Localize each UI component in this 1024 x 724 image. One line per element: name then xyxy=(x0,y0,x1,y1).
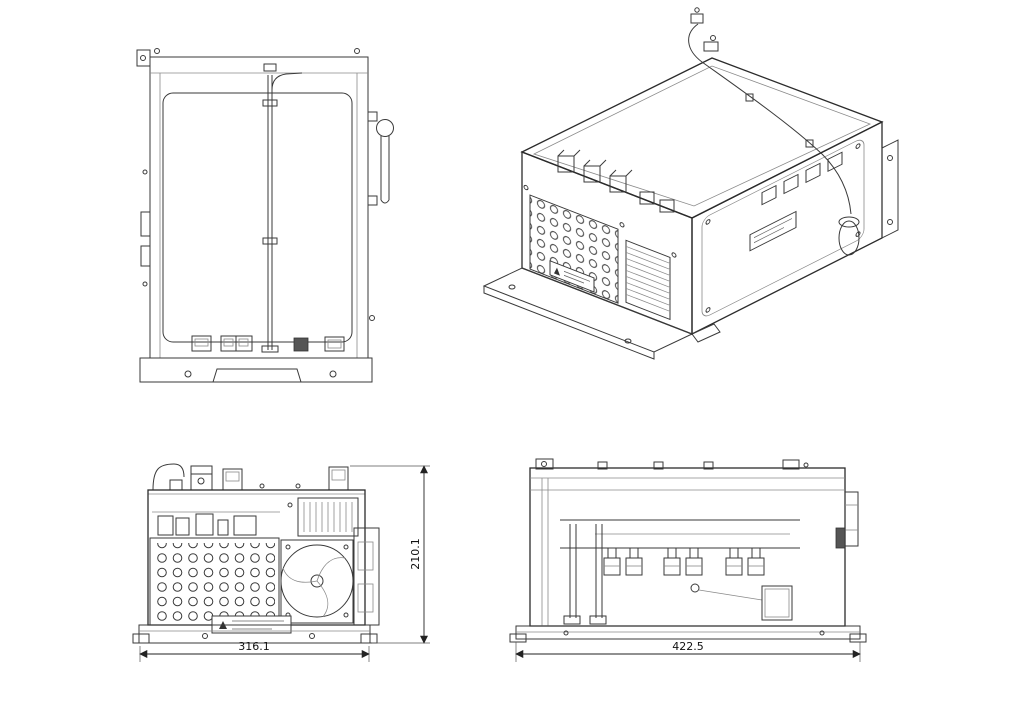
top-view xyxy=(136,48,394,383)
conduit-tube xyxy=(261,63,303,353)
screw-icon xyxy=(343,544,349,550)
tube-clamp xyxy=(262,237,278,245)
connector-block xyxy=(761,184,777,206)
cooling-fan xyxy=(280,539,354,624)
side-door-panel xyxy=(701,139,865,317)
screw-icon xyxy=(855,143,861,149)
base-plate xyxy=(139,357,373,383)
vent-grille xyxy=(625,239,671,321)
right-side-bracket xyxy=(353,527,380,626)
side-width-dimension: 422.5 xyxy=(515,640,861,662)
terminal-connectors xyxy=(603,548,765,576)
screw-icon xyxy=(705,307,711,313)
top-deck-components xyxy=(169,465,349,491)
cable-clamp xyxy=(745,93,754,102)
label-plate xyxy=(749,210,797,252)
top-view-body-outline xyxy=(149,56,369,359)
side-body-outline xyxy=(529,467,846,627)
warning-triangle-icon xyxy=(554,267,560,276)
front-height-dimension-text: 210.1 xyxy=(409,538,422,570)
connector-block xyxy=(805,162,821,184)
screw-icon xyxy=(563,630,569,636)
connector-block xyxy=(783,173,799,195)
screw-icon xyxy=(343,612,349,618)
upper-compartment xyxy=(152,497,359,537)
screw-icon xyxy=(295,483,301,489)
screw-icon xyxy=(694,7,700,13)
mounting-hole xyxy=(184,370,192,378)
screw-icon xyxy=(705,219,711,225)
mounting-hole xyxy=(887,155,893,161)
front-width-dimension: 316.1 xyxy=(139,640,370,662)
front-view: 316.1 210.1 xyxy=(132,463,430,662)
foot-flange xyxy=(509,633,527,643)
connector-row xyxy=(191,335,345,352)
connector-block xyxy=(293,337,309,352)
mounting-flange xyxy=(482,267,721,360)
screw-icon xyxy=(309,633,315,639)
side-base-plate xyxy=(509,625,867,643)
side-view: 422.5 xyxy=(509,458,867,662)
top-face-connectors xyxy=(557,149,675,213)
screw-icon xyxy=(285,544,291,550)
name-plate xyxy=(549,260,595,293)
screw-icon xyxy=(354,48,360,54)
iso-right-face-details xyxy=(701,139,865,317)
mounting-hole xyxy=(887,219,893,225)
mounting-tab xyxy=(136,49,151,67)
screw-icon xyxy=(140,55,146,61)
tube-fitting xyxy=(263,63,277,72)
foot-tab xyxy=(691,323,721,343)
rj45-port xyxy=(191,335,212,352)
foot-flange xyxy=(849,633,867,643)
heatsink xyxy=(297,497,359,537)
screw-icon xyxy=(202,633,208,639)
screw-icon xyxy=(619,222,625,228)
side-top-details xyxy=(535,458,809,470)
screw-icon xyxy=(710,35,716,41)
screw-icon xyxy=(369,315,375,321)
tube-clamp xyxy=(262,99,278,107)
apex-block xyxy=(703,41,719,52)
interior-frame xyxy=(560,519,800,625)
screw-icon xyxy=(523,184,529,191)
cylinder-component xyxy=(838,216,860,256)
access-door-panel xyxy=(162,92,353,343)
wire-handle xyxy=(152,463,185,491)
front-width-dimension-text: 316.1 xyxy=(238,640,270,653)
screw-icon xyxy=(154,48,160,54)
foot-flange xyxy=(132,633,150,644)
perforated-panel xyxy=(529,194,619,304)
top-cable xyxy=(688,7,852,215)
cable-clamp xyxy=(805,139,814,148)
isometric-view xyxy=(482,7,899,360)
foot-flange xyxy=(360,633,378,644)
screw-icon xyxy=(259,483,265,489)
lifting-hook xyxy=(367,111,394,206)
mounting-hole xyxy=(508,284,516,290)
cable-hook xyxy=(690,583,700,593)
iso-top-face xyxy=(520,57,884,219)
right-mounting-plate xyxy=(881,139,899,239)
tube-foot xyxy=(261,345,279,353)
cable-fitting xyxy=(690,13,704,24)
screw-icon xyxy=(671,252,677,258)
junction-box xyxy=(761,585,793,621)
front-base-plate xyxy=(132,624,378,644)
screw-icon xyxy=(819,630,825,636)
side-bracket xyxy=(140,169,151,287)
screw-icon xyxy=(287,502,293,508)
mounting-hole xyxy=(329,370,337,378)
connector-block xyxy=(827,151,843,173)
connector-port xyxy=(324,336,345,352)
mounting-hole xyxy=(624,338,632,344)
front-height-dimension: 210.1 xyxy=(350,465,430,644)
side-width-dimension-text: 422.5 xyxy=(672,640,704,653)
screw-icon xyxy=(803,462,809,468)
right-exterior-bracket xyxy=(835,491,859,549)
iso-front-face-details xyxy=(523,184,677,321)
